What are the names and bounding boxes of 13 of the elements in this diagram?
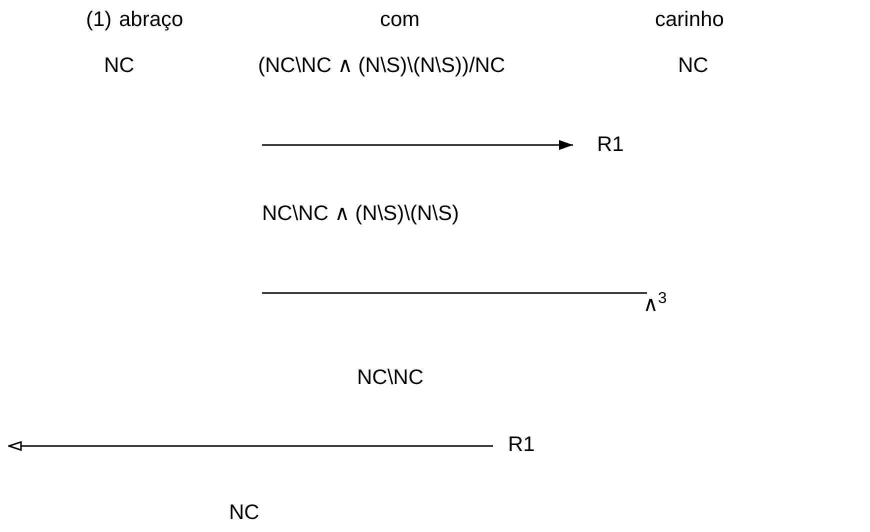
rule-label: R1	[508, 432, 535, 458]
category-label: (NC\NC ∧ (N\S)\(N\S))/NC	[258, 53, 506, 79]
word: abraço	[119, 7, 184, 33]
word: com	[380, 7, 420, 33]
word: carinho	[655, 7, 724, 33]
category-label: NC\NC	[357, 365, 424, 391]
rule-label: R1	[597, 132, 624, 158]
category-label: NC	[229, 500, 260, 526]
category-label: NC	[678, 53, 708, 79]
category-label: NC	[104, 53, 134, 79]
category-label: NC\NC ∧ (N\S)\(N\S)	[262, 201, 459, 227]
rule-label: ∧$^{3}$	[643, 292, 667, 318]
example-number: (1)	[86, 7, 112, 33]
